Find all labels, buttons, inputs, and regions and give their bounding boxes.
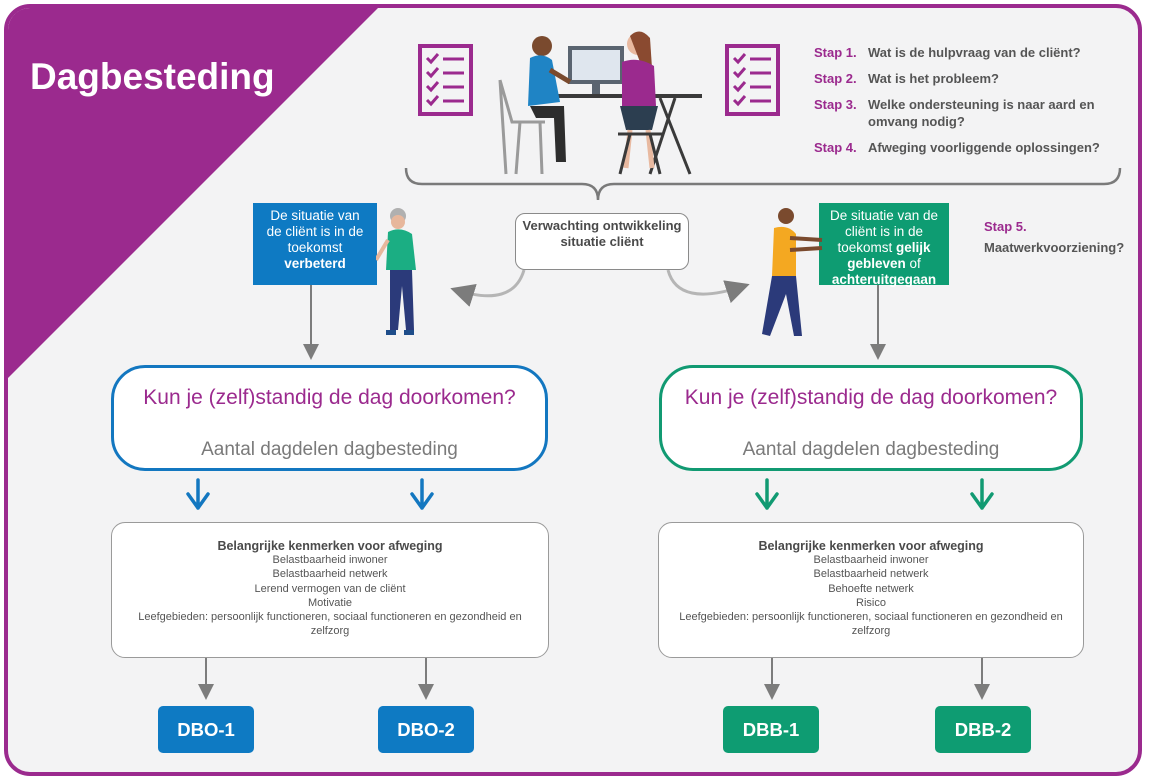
kenmerken-item: Lerend vermogen van de cliënt [254,582,406,595]
elderly-woman-illustration [376,208,416,335]
chevron-down-icon [410,478,434,510]
curve-arrow-right [666,269,750,304]
chevron-down-icon [186,478,210,510]
question-subtitle: Aantal dagdelen dagbesteding [201,439,458,460]
question-title: Kun je (zelf)standig de dag doorkomen? [143,386,516,409]
kenmerken-box-left: Belangrijke kenmerken voor afweging Bela… [111,522,549,658]
kenmerken-item: Belastbaarheid inwoner [272,554,388,567]
step-list: Stap 1.Wat is de hulpvraag van de cliënt… [814,44,1114,165]
kenmerken-box-right: Belangrijke kenmerken voor afweging Bela… [658,522,1084,658]
kenmerken-item: Risico [856,596,886,609]
checklist-icon [418,44,473,116]
category-dbo-2: DBO-2 [378,706,474,753]
callout-improved: De situatie van de cliënt is in de toeko… [253,203,377,285]
question-title: Kun je (zelf)standig de dag doorkomen? [684,386,1058,409]
curve-arrow-left [450,269,526,307]
step-item: Stap 4.Afweging voorliggende oplossingen… [814,140,1100,155]
kenmerken-item: Leefgebieden: persoonlijk functioneren, … [138,611,522,638]
brace [404,167,1122,201]
kenmerken-heading: Belangrijke kenmerken voor afweging [217,539,443,553]
category-dbb-1: DBB-1 [723,706,819,753]
kenmerken-item: Motivatie [307,596,353,609]
checklist-icon [725,44,780,116]
kenmerken-heading: Belangrijke kenmerken voor afweging [758,539,984,553]
man-pushing-illustration [762,208,823,336]
kenmerken-item: Behoefte netwerk [828,582,914,595]
category-dbb-2: DBB-2 [935,706,1031,753]
question-box-left: Kun je (zelf)standig de dag doorkomen? A… [111,365,548,471]
page-title: Dagbesteding [30,56,275,97]
kenmerken-item: Leefgebieden: persoonlijk functioneren, … [679,611,1063,638]
question-box-right: Kun je (zelf)standig de dag doorkomen? A… [659,365,1083,471]
chevron-down-icon [970,478,994,510]
infographic-frame: Dagbesteding [4,4,1142,776]
people-at-desk-illustration [498,31,702,175]
kenmerken-item: Belastbaarheid inwoner [813,554,929,567]
chevron-down-icon [755,478,779,510]
callout-same-or-worse: De situatie van de cliënt is in de toeko… [819,203,949,287]
step-5: Stap 5. Maatwerkvoorziening? [984,219,1125,255]
kenmerken-item: Belastbaarheid netwerk [272,568,388,581]
question-subtitle: Aantal dagdelen dagbesteding [742,439,1000,460]
step-item: Stap 2.Wat is het probleem? [814,71,999,86]
step-item: Stap 1.Wat is de hulpvraag van de cliënt… [814,45,1081,60]
title-corner [8,8,378,378]
kenmerken-item: Belastbaarheid netwerk [813,568,929,581]
step-item: Stap 3.Welke ondersteuning is naar aard … [814,97,1095,129]
expectation-box: Verwachting ontwikkeling situatie cliënt [515,213,689,270]
category-dbo-1: DBO-1 [158,706,254,753]
